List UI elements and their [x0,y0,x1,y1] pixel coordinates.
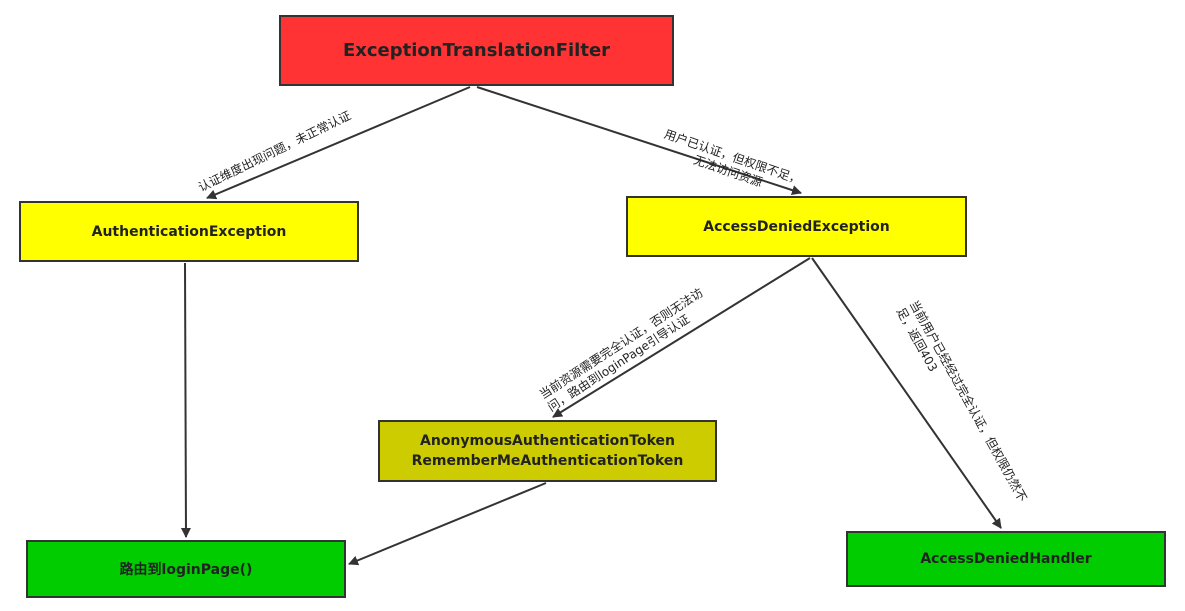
edge-access-denied-to-handler [811,257,1002,529]
edge-authentication-exception-to-login [180,262,191,538]
node-label: 路由到loginPage() [119,562,253,578]
node-label: AccessDeniedException [703,218,890,235]
anonymous-remember-me-token-node: AnonymousAuthenticationToken RememberMeA… [378,420,717,482]
login-page-node: 路由到loginPage() [26,540,346,598]
access-denied-exception-node: AccessDeniedException [626,196,967,257]
node-label-line-1: AnonymousAuthenticationToken [420,433,675,449]
exception-translation-filter-node: ExceptionTranslationFilter [279,15,674,86]
edge-filter-to-authentication-exception [206,86,471,200]
edge-access-denied-to-anonymous-token [552,257,811,418]
edge-anonymous-token-to-login [348,482,547,566]
access-denied-handler-node: AccessDeniedHandler [846,531,1166,587]
edge-filter-to-access-denied-exception [476,86,802,195]
node-label: AuthenticationException [91,223,287,240]
node-label-line-2: RememberMeAuthenticationToken [411,453,684,469]
node-label: ExceptionTranslationFilter [342,40,611,61]
node-label: AccessDeniedHandler [920,551,1092,567]
authentication-exception-node: AuthenticationException [19,201,359,262]
